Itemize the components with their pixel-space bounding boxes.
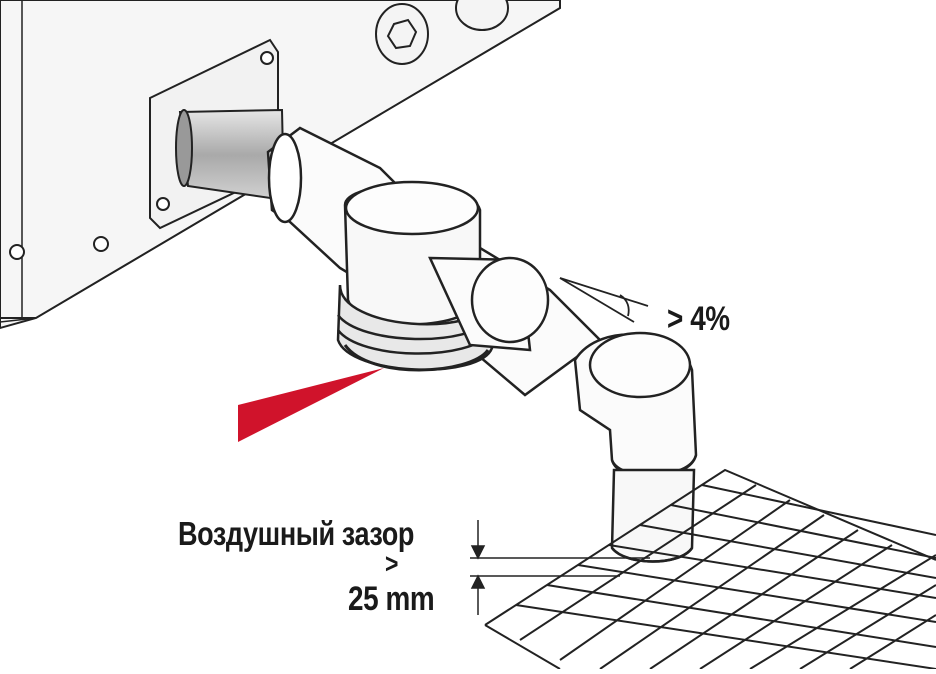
- metal-spigot: [175, 108, 286, 202]
- slope-indicator: [559, 277, 649, 323]
- floor-grate: [484, 468, 936, 670]
- nut-icons: [375, 0, 509, 65]
- screw-icons: [9, 236, 109, 260]
- red-arrow-icon: [238, 368, 384, 442]
- drain-hose-elbow: [573, 331, 698, 479]
- air-gap-dimension: [470, 520, 650, 615]
- slope-label: > 4%: [667, 300, 730, 338]
- air-gap-symbol: >: [385, 548, 399, 579]
- arrow-down-icon: [470, 545, 486, 560]
- air-gap-label: Воздушный зазор: [178, 515, 415, 552]
- arrow-up-icon: [470, 574, 486, 589]
- drain-hose-middle: [428, 256, 550, 352]
- air-gap-value: 25 mm: [348, 580, 435, 618]
